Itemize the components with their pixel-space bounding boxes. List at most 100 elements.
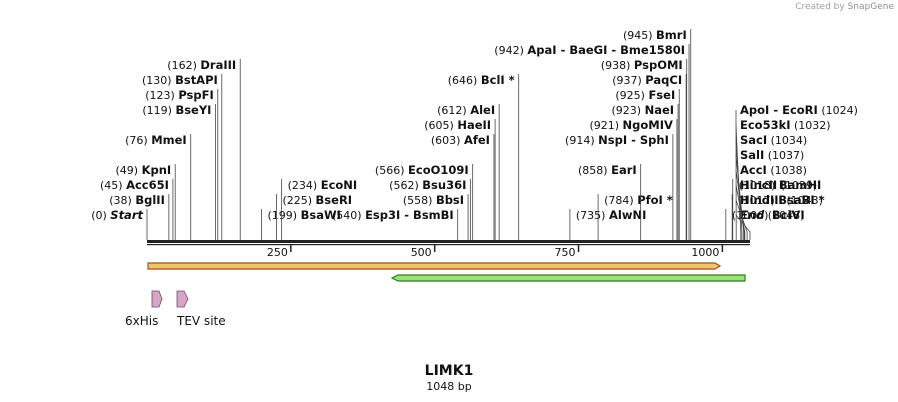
site-position: (566)	[375, 164, 405, 177]
svg-text:(923) NaeI: (923) NaeI	[612, 103, 675, 117]
site-fsei[interactable]: (925) FseI	[615, 88, 680, 240]
site-position: (1024)	[821, 104, 858, 117]
site-bsu36i[interactable]: (562) Bsu36I	[389, 178, 471, 240]
site-econi[interactable]: (234) EcoNI	[281, 178, 358, 240]
svg-text:(162) DraIII: (162) DraIII	[167, 58, 236, 72]
his-tag-label: 6xHis	[125, 314, 158, 328]
site-position: (605)	[424, 119, 454, 132]
site-name: AfeI	[464, 133, 490, 147]
svg-text:SacI (1034): SacI (1034)	[740, 133, 807, 147]
site-ecoo109i[interactable]: (566) EcoO109I	[375, 163, 474, 240]
site-mmei[interactable]: (76) MmeI	[125, 133, 192, 240]
site-naei[interactable]: (923) NaeI	[612, 103, 679, 240]
site-leader	[735, 124, 742, 240]
site-saci[interactable]: SacI (1034)	[735, 133, 807, 240]
site-position: (162)	[167, 59, 197, 72]
site-name: NspI - SphI	[598, 133, 669, 147]
restriction-sites: (0) Start(38) BglII(45) Acc65I(49) KpnI(…	[91, 28, 858, 240]
site-leader	[735, 184, 746, 240]
site-bmri[interactable]: (945) BmrI	[623, 28, 692, 240]
site-hincii[interactable]: HincII (1039)	[735, 178, 817, 240]
site-name: PfoI *	[637, 193, 673, 207]
svg-text:(925) FseI: (925) FseI	[615, 88, 675, 102]
site-kpni[interactable]: (49) KpnI	[115, 163, 176, 240]
svg-text:SalI (1037): SalI (1037)	[740, 148, 804, 162]
site-position: (612)	[437, 104, 467, 117]
site-nspi-sphi[interactable]: (914) NspI - SphI	[565, 133, 674, 240]
site-bsabi[interactable]: (1017) BsaBI *	[731, 193, 825, 240]
site-apai-baegi-bme1580i[interactable]: (942) ApaI - BaeGI - Bme1580I	[494, 43, 690, 240]
site-end[interactable]: End (1048)	[735, 208, 805, 240]
site-bseyi[interactable]: (119) BseYI	[142, 103, 216, 240]
site-position: (1017)	[738, 194, 775, 207]
site-draiii[interactable]: (162) DraIII	[167, 58, 241, 240]
svg-text:(945) BmrI: (945) BmrI	[623, 28, 687, 42]
svg-text:HindIII (1043): HindIII (1043)	[740, 193, 823, 207]
site-bbsi[interactable]: (558) BbsI	[403, 193, 469, 240]
site-ngomiv[interactable]: (921) NgoMIV	[589, 118, 678, 240]
site-name: AleI	[470, 103, 495, 117]
site-position: (49)	[115, 164, 138, 177]
svg-text:(566) EcoO109I: (566) EcoO109I	[375, 163, 469, 177]
site-bglii[interactable]: (38) BglII	[109, 193, 170, 240]
site-alei[interactable]: (612) AleI	[437, 103, 500, 240]
site-name: HincII	[740, 178, 777, 192]
site-position: (735)	[576, 209, 606, 222]
credit-brand: SnapGene	[847, 2, 894, 12]
site-name: PspFI	[178, 88, 213, 102]
site-position: (1018)	[739, 179, 776, 192]
site-hindiii[interactable]: HindIII (1043)	[735, 193, 823, 240]
site-name: BamHI	[779, 178, 821, 192]
site-position: (540)	[332, 209, 362, 222]
site-position: (937)	[612, 74, 642, 87]
site-name: EcoO109I	[408, 163, 469, 177]
site-acc65i[interactable]: (45) Acc65I	[100, 178, 174, 240]
site-bstapi[interactable]: (130) BstAPI	[142, 73, 223, 240]
site-position: (1048)	[768, 209, 805, 222]
site-bamhi[interactable]: (1018) BamHI	[732, 178, 822, 240]
site-name: AlwNI	[609, 208, 646, 222]
site-name: Eco53kI	[740, 118, 791, 132]
svg-text:(130) BstAPI: (130) BstAPI	[142, 73, 218, 87]
site-position: (225)	[282, 194, 312, 207]
site-pfoi[interactable]: (784) PfoI *	[597, 193, 673, 240]
site-name: NgoMIV	[623, 118, 673, 132]
site-name: NaeI	[645, 103, 674, 117]
tev-site-feature[interactable]	[176, 290, 189, 308]
site-start[interactable]: (0) Start	[91, 208, 148, 240]
site-position: (199)	[268, 209, 298, 222]
site-paqci[interactable]: (937) PaqCI	[612, 73, 687, 240]
primer-arrow[interactable]	[390, 274, 746, 282]
site-name: Start	[110, 208, 143, 222]
features: 6xHis TEV site	[125, 290, 226, 328]
site-haeii[interactable]: (605) HaeII	[424, 118, 496, 240]
his-tag-feature[interactable]	[151, 290, 163, 308]
site-name: Acc65I	[126, 178, 169, 192]
site-eari[interactable]: (858) EarI	[578, 163, 642, 240]
site-name: BsaWI	[301, 208, 341, 222]
site-position: (921)	[589, 119, 619, 132]
site-bcli[interactable]: (646) BclI *	[448, 73, 520, 240]
site-position: (45)	[100, 179, 123, 192]
site-name: BmrI	[656, 28, 687, 42]
site-pspfi[interactable]: (123) PspFI	[145, 88, 219, 240]
svg-text:(938) PspOMI: (938) PspOMI	[601, 58, 683, 72]
site-eco53ki[interactable]: Eco53kI (1032)	[735, 118, 831, 240]
backbone-top-strand	[147, 240, 750, 243]
site-position: (646)	[448, 74, 478, 87]
site-alwni[interactable]: (735) AlwNI	[569, 208, 646, 240]
svg-text:(646) BclI *: (646) BclI *	[448, 73, 515, 87]
site-position: (942)	[494, 44, 524, 57]
site-name: BseRI	[316, 193, 353, 207]
site-name: BsaBI *	[778, 193, 824, 207]
site-bsawi[interactable]: (199) BsaWI	[261, 208, 341, 240]
site-apoi-ecori[interactable]: ApoI - EcoRI (1024)	[735, 103, 858, 240]
site-afei[interactable]: (603) AfeI	[431, 133, 495, 240]
site-esp3i-bsmbi[interactable]: (540) Esp3I - BsmBI	[332, 208, 459, 240]
site-bseri[interactable]: (225) BseRI	[276, 193, 352, 240]
site-pspomi[interactable]: (938) PspOMI	[601, 58, 688, 240]
site-position: (119)	[142, 104, 172, 117]
ruler-tick-label: 750	[555, 246, 576, 259]
site-position: (923)	[612, 104, 642, 117]
limk1-orf-arrow[interactable]	[147, 262, 722, 270]
